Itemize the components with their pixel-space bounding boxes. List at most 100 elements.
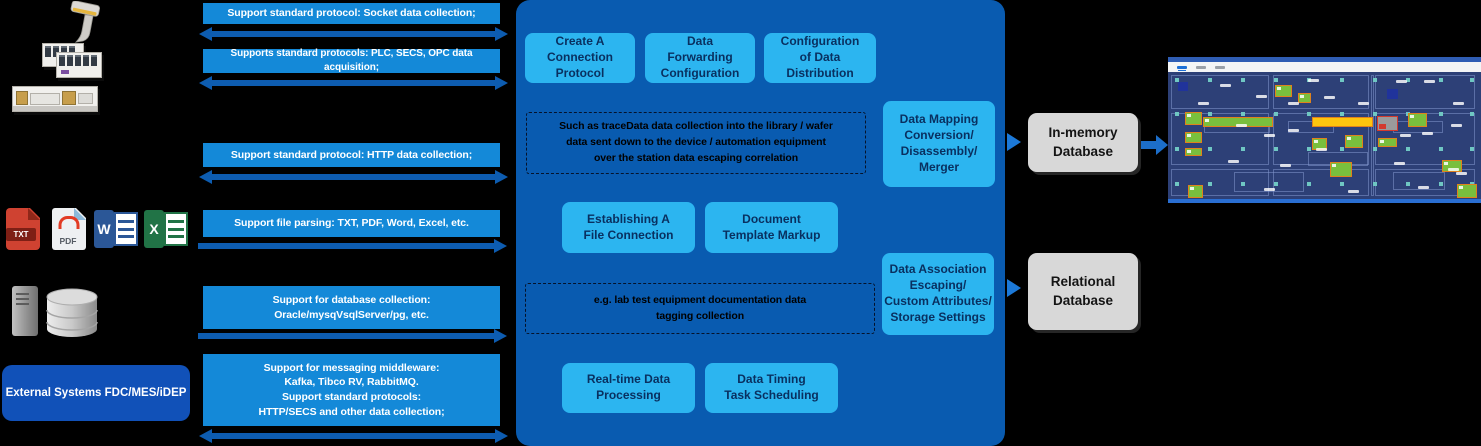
map-block-green [1185, 112, 1202, 125]
map-label-chip [1288, 129, 1299, 132]
map-block-red [1379, 124, 1386, 129]
channel-plc-arrow [199, 76, 508, 90]
box-data-association-escaping: Data Association Escaping/ Custom Attrib… [882, 253, 994, 335]
map-label-chip [1418, 186, 1429, 189]
map-label-chip [1358, 102, 1369, 105]
txt-label: TXT [6, 228, 36, 241]
dashboard-titlebar [1168, 57, 1481, 62]
map-block-green [1330, 162, 1352, 177]
map-block-navy [1387, 89, 1398, 99]
channel-database: Support for database collection: Oracle/… [203, 286, 500, 329]
dashboard-tab [1196, 65, 1206, 69]
map-sensor-dot [1470, 147, 1474, 151]
pdf-file-icon: PDF [50, 208, 88, 250]
arrow-to-memory-db-icon [1007, 133, 1021, 151]
map-label-chip [1280, 164, 1291, 167]
map-sensor-dot [1340, 78, 1344, 82]
map-sensor-dot [1208, 78, 1212, 82]
word-label: W [94, 210, 114, 248]
pdf-label: PDF [59, 236, 77, 246]
box-data-timing-task-scheduling: Data Timing Task Scheduling [705, 363, 838, 413]
map-sensor-dot [1241, 78, 1245, 82]
map-sensor-dot [1274, 182, 1278, 186]
map-label-chip [1396, 80, 1407, 83]
map-label-chip [1394, 162, 1405, 165]
map-block-green [1185, 132, 1202, 143]
map-sensor-dot [1470, 78, 1474, 82]
map-sensor-dot [1175, 147, 1179, 151]
dashboard-toolbar [1168, 62, 1481, 72]
box-document-template-markup: Document Template Markup [705, 202, 838, 253]
channel-socket-arrow [199, 27, 508, 41]
txt-file-icon: TXT [6, 208, 44, 250]
map-block-navy [1178, 82, 1188, 91]
map-sensor-dot [1274, 78, 1278, 82]
channel-socket: Support standard protocol: Socket data c… [203, 3, 500, 24]
map-block-green [1188, 185, 1203, 198]
map-sensor-dot [1373, 78, 1377, 82]
data-collection-platform-panel: Create A Connection Protocol Data Forwar… [516, 0, 1005, 446]
map-label-chip [1424, 80, 1435, 83]
map-sensor-dot [1373, 112, 1377, 116]
channel-http: Support standard protocol: HTTP data col… [203, 143, 500, 167]
map-block-green [1185, 148, 1202, 156]
map-label-chip [1400, 134, 1411, 137]
map-sensor-dot [1307, 112, 1311, 116]
channel-plc-secs-opc: Supports standard protocols: PLC, SECS, … [203, 48, 500, 73]
arrow-to-relational-db-icon [1007, 279, 1021, 297]
map-block-green [1298, 93, 1311, 103]
acrobat-mark-icon [58, 216, 80, 229]
dashboard-tab [1215, 65, 1225, 69]
map-room [1273, 169, 1369, 196]
channel-http-arrow [199, 170, 508, 184]
box-realtime-data-processing: Real-time Data Processing [562, 363, 695, 413]
map-sensor-dot [1274, 112, 1278, 116]
map-block-green [1408, 113, 1427, 127]
map-room [1288, 121, 1334, 133]
box-establishing-file-connection: Establishing A File Connection [562, 202, 695, 253]
excel-label: X [144, 210, 164, 248]
excel-file-icon: X [144, 210, 188, 248]
channel-middleware-arrow [199, 429, 508, 443]
dashboard-map [1168, 72, 1481, 203]
map-sensor-dot [1241, 147, 1245, 151]
map-block-green [1378, 138, 1397, 147]
map-label-chip [1198, 102, 1209, 105]
map-room [1273, 75, 1369, 109]
map-sensor-dot [1208, 147, 1212, 151]
note-tracedata-example: Such as traceData data collection into t… [526, 112, 866, 174]
map-label-chip [1453, 102, 1464, 105]
box-data-mapping-conversion: Data Mapping Conversion/ Disassembly/ Me… [883, 101, 995, 187]
map-sensor-dot [1439, 147, 1443, 151]
map-room [1273, 113, 1369, 165]
map-label-chip [1422, 132, 1433, 135]
channel-file-parsing: Support file parsing: TXT, PDF, Word, Ex… [203, 210, 500, 237]
map-sensor-dot [1208, 112, 1212, 116]
map-label-chip [1264, 134, 1275, 137]
factory-dashboard-preview [1168, 57, 1481, 203]
map-block-green [1457, 184, 1477, 198]
in-memory-database-box: In-memory Database [1028, 113, 1138, 172]
production-line-icon [12, 84, 100, 114]
arrow-to-dashboard-icon [1141, 135, 1168, 155]
map-room [1375, 75, 1475, 109]
map-label-chip [1451, 124, 1462, 127]
map-sensor-dot [1175, 78, 1179, 82]
channel-file-arrow [198, 239, 507, 253]
map-label-chip [1324, 96, 1335, 99]
map-sensor-dot [1307, 182, 1311, 186]
map-room [1171, 169, 1269, 196]
map-room [1171, 75, 1269, 109]
map-label-chip [1316, 148, 1327, 151]
map-sensor-dot [1373, 147, 1377, 151]
map-sensor-dot [1340, 182, 1344, 186]
box-data-forwarding-configuration: Data Forwarding Configuration [645, 33, 755, 83]
map-sensor-dot [1175, 182, 1179, 186]
map-room [1393, 172, 1445, 190]
external-systems-box: External Systems FDC/MES/iDEP [2, 365, 190, 421]
map-label-chip [1220, 84, 1231, 87]
map-label-chip [1236, 124, 1247, 127]
map-sensor-dot [1439, 112, 1443, 116]
note-lab-test-example: e.g. lab test equipment documentation da… [525, 283, 875, 334]
